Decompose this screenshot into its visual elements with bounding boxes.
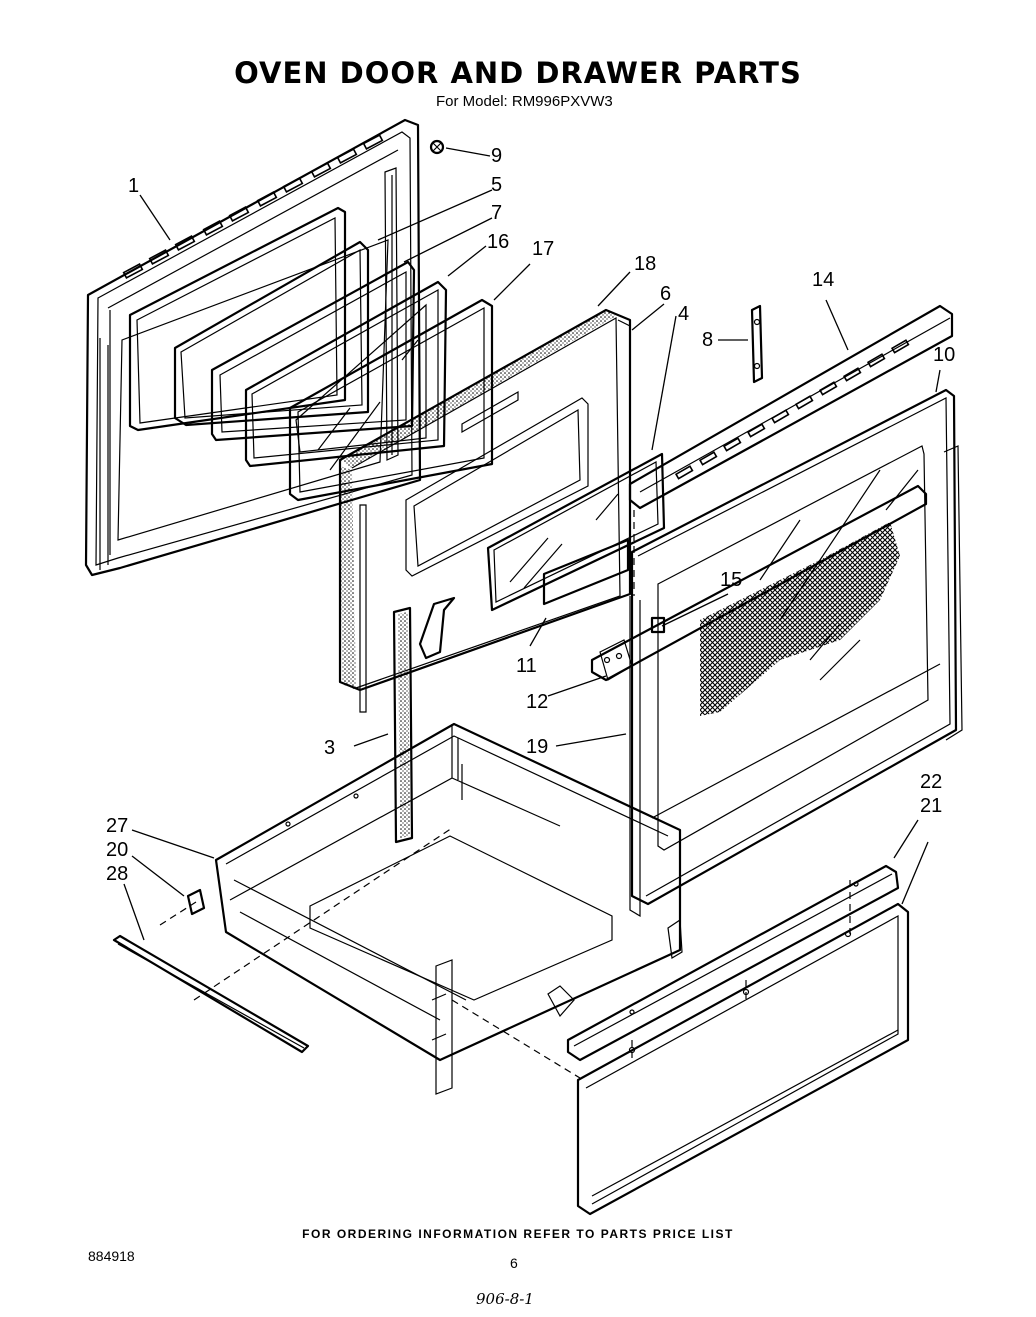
drawer-body — [214, 722, 683, 1095]
callout-22: 22 — [920, 771, 942, 793]
callout-21: 21 — [920, 795, 942, 817]
callout-11: 11 — [516, 655, 537, 677]
page-number: 6 — [510, 1255, 518, 1271]
trim-slots — [674, 339, 910, 480]
callout-20: 20 — [106, 839, 128, 861]
callout-4: 4 — [678, 303, 689, 325]
part-21-drawer-front-panel — [576, 902, 910, 1216]
part-7-gasket — [173, 240, 370, 427]
alignment-lines — [159, 827, 851, 1079]
leader-lines — [123, 147, 941, 941]
callout-labels: 1 9 5 7 16 17 18 6 4 8 14 10 15 11 12 3 … — [106, 145, 955, 885]
callout-15: 15 — [720, 569, 742, 591]
callout-28: 28 — [106, 863, 128, 885]
callout-9: 9 — [491, 145, 502, 167]
page-title: OVEN DOOR AND DRAWER PARTS — [234, 56, 802, 90]
callout-17: 17 — [532, 238, 554, 260]
part-11-shield — [542, 538, 630, 606]
callout-3: 3 — [324, 737, 335, 759]
callout-6: 6 — [660, 283, 671, 305]
part-10-outer-glass-door — [630, 388, 963, 906]
callout-7: 7 — [491, 202, 502, 224]
part-12-handle — [590, 484, 928, 682]
callout-14: 14 — [812, 269, 834, 291]
callout-5: 5 — [491, 174, 502, 196]
callout-10: 10 — [933, 344, 955, 366]
part-3-vertical-channel — [392, 606, 414, 844]
part-19-side-frame — [629, 510, 641, 918]
callout-8: 8 — [702, 329, 713, 351]
part-14-top-trim — [628, 304, 954, 510]
part-28-rail — [112, 934, 310, 1054]
callout-19: 19 — [526, 736, 548, 758]
callout-16: 16 — [487, 231, 509, 253]
callout-12: 12 — [526, 691, 548, 713]
part-glass-pane — [288, 298, 494, 502]
part-22-drawer-trim — [566, 864, 900, 1062]
ordering-info-note: FOR ORDERING INFORMATION REFER TO PARTS … — [302, 1227, 734, 1241]
door-bracket — [418, 596, 456, 660]
part-6-inner-door-liner — [338, 308, 632, 713]
part-1-outer-door-panel — [84, 118, 422, 577]
document-number: 884918 — [88, 1248, 135, 1264]
handwritten-note: 906-8-1 — [476, 1290, 534, 1308]
part-9-screw — [429, 139, 445, 155]
callout-18: 18 — [634, 253, 656, 275]
part-5-window-frame — [128, 206, 347, 432]
model-subtitle: For Model: RM996PXVW3 — [436, 93, 613, 110]
part-20-clip — [186, 888, 206, 916]
vent-slots — [122, 134, 384, 279]
callout-1: 1 — [128, 175, 139, 197]
part-8-hinge — [750, 304, 764, 384]
callout-27: 27 — [106, 815, 128, 837]
part-4-glass — [486, 452, 666, 612]
